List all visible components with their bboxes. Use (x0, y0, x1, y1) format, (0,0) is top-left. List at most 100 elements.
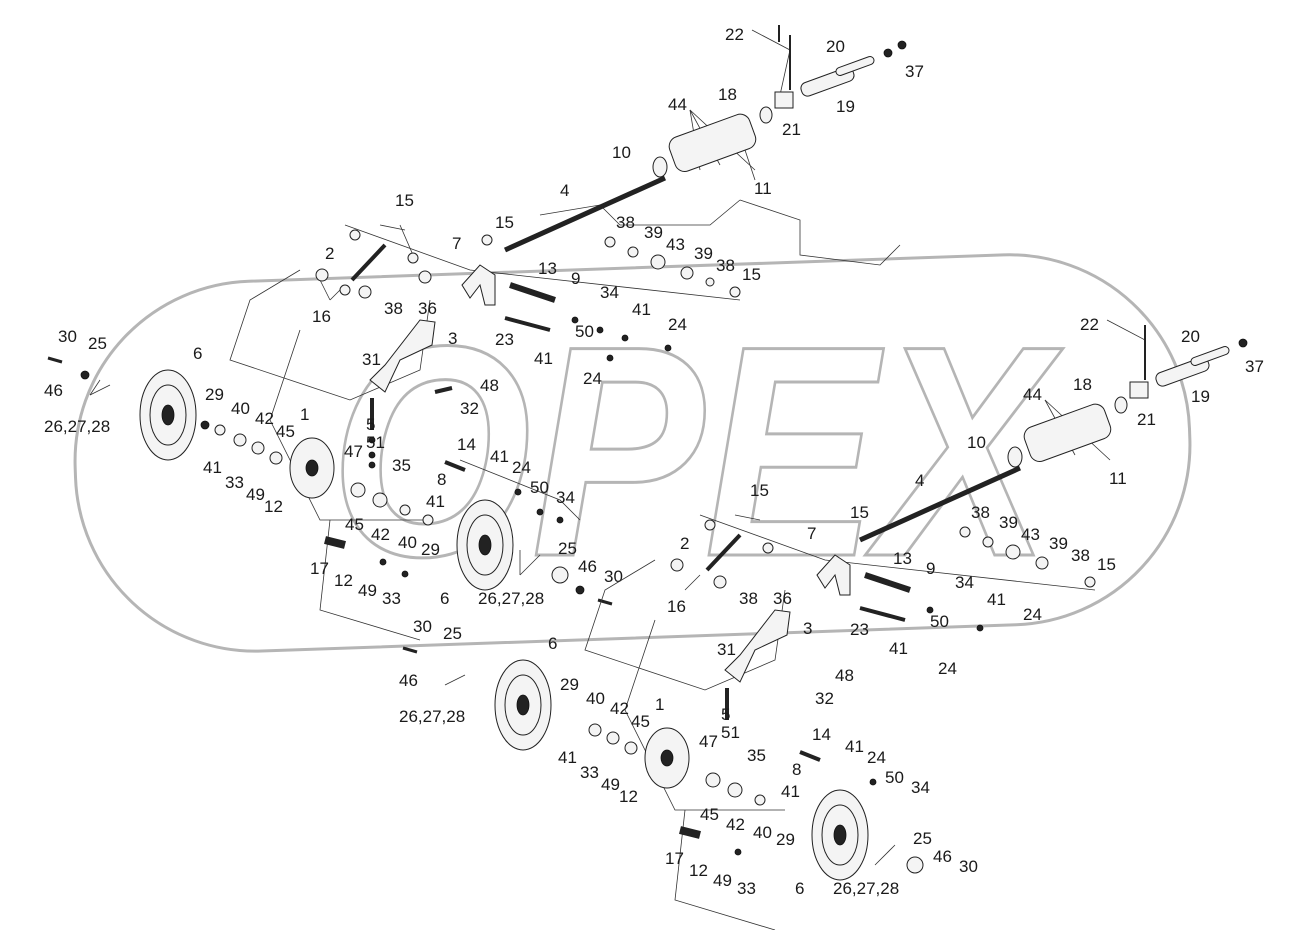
label-24: 24 (668, 315, 687, 334)
label-12: 12 (689, 861, 708, 880)
label-48: 48 (835, 666, 854, 685)
label-43: 43 (1021, 525, 1040, 544)
assembly-b: 22 20 37 18 19 44 21 10 11 4 15 15 7 38 … (399, 315, 1264, 930)
label-40: 40 (398, 533, 417, 552)
rod-4-b (858, 465, 1022, 543)
label-41: 41 (558, 748, 577, 767)
parts (47, 25, 907, 606)
label-44: 44 (1023, 385, 1042, 404)
bracket-3-b (724, 609, 791, 683)
block-21-a (774, 91, 794, 109)
label-6: 6 (795, 879, 804, 898)
label-15: 15 (850, 503, 869, 522)
label-30: 30 (959, 857, 978, 876)
label-29: 29 (776, 830, 795, 849)
label-11: 11 (754, 179, 772, 198)
label-38: 38 (384, 299, 403, 318)
label-45: 45 (700, 805, 719, 824)
label-41: 41 (632, 300, 651, 319)
label-25: 25 (558, 539, 577, 558)
washer-10-a (652, 156, 668, 178)
label-50: 50 (885, 768, 904, 787)
label-26-27-28: 26,27,28 (833, 879, 899, 898)
label-33: 33 (225, 473, 244, 492)
label-4: 4 (560, 181, 569, 200)
label-35: 35 (747, 746, 766, 765)
label-1: 1 (300, 405, 309, 424)
label-3: 3 (803, 619, 812, 638)
label-45: 45 (276, 422, 295, 441)
label-12: 12 (619, 787, 638, 806)
label-34: 34 (911, 778, 930, 797)
svg-text:OPEX: OPEX (330, 283, 1063, 619)
label-14: 14 (457, 435, 476, 454)
label-33: 33 (382, 589, 401, 608)
label-49: 49 (246, 485, 265, 504)
label-5: 5 (366, 415, 375, 434)
label-23: 23 (495, 330, 514, 349)
label-50: 50 (575, 322, 594, 341)
label-41: 41 (534, 349, 553, 368)
label-41: 41 (889, 639, 908, 658)
label-44: 44 (668, 95, 687, 114)
label-39: 39 (694, 244, 713, 263)
label-41: 41 (490, 447, 509, 466)
label-19: 19 (836, 97, 855, 116)
label-50: 50 (530, 478, 549, 497)
label-41: 41 (845, 737, 864, 756)
label-6: 6 (193, 344, 202, 363)
label-19: 19 (1191, 387, 1210, 406)
label-24: 24 (583, 369, 602, 388)
roller-44-a (668, 113, 757, 172)
label-47: 47 (344, 442, 363, 461)
label-9: 9 (571, 269, 580, 288)
label-21: 21 (782, 120, 801, 139)
label-22: 22 (725, 25, 744, 44)
label-18: 18 (718, 85, 737, 104)
label-51: 51 (366, 433, 385, 452)
label-2: 2 (680, 534, 689, 553)
label-42: 42 (726, 815, 745, 834)
label-39: 39 (999, 513, 1018, 532)
rod-4-a (503, 175, 667, 253)
label-16: 16 (312, 307, 331, 326)
label-3: 3 (448, 329, 457, 348)
label-29: 29 (205, 385, 224, 404)
label-21: 21 (1137, 410, 1156, 429)
label-47: 47 (699, 732, 718, 751)
label-34: 34 (600, 283, 619, 302)
label-16: 16 (667, 597, 686, 616)
label-35: 35 (392, 456, 411, 475)
label-6: 6 (440, 589, 449, 608)
label-42: 42 (610, 699, 629, 718)
label-41: 41 (203, 458, 222, 477)
label-24: 24 (867, 748, 886, 767)
label-24: 24 (512, 458, 531, 477)
label-26-27-28: 26,27,28 (399, 707, 465, 726)
label-22: 22 (1080, 315, 1099, 334)
label-25: 25 (443, 624, 462, 643)
label-49: 49 (358, 581, 377, 600)
label-8: 8 (792, 760, 801, 779)
label-15: 15 (1097, 555, 1116, 574)
label-12: 12 (264, 497, 283, 516)
label-46: 46 (578, 557, 597, 576)
label-17: 17 (665, 849, 684, 868)
label-6: 6 (548, 634, 557, 653)
label-51: 51 (721, 723, 740, 742)
label-24: 24 (1023, 605, 1042, 624)
label-20: 20 (826, 37, 845, 56)
label-7: 7 (452, 234, 461, 253)
label-32: 32 (815, 689, 834, 708)
washer-18-a (759, 106, 773, 124)
label-40: 40 (753, 823, 772, 842)
label-20: 20 (1181, 327, 1200, 346)
label-15: 15 (750, 481, 769, 500)
label-10: 10 (967, 433, 986, 452)
fork-7-a (461, 264, 496, 306)
label-46: 46 (399, 671, 418, 690)
label-31: 31 (717, 640, 736, 659)
label-45: 45 (631, 712, 650, 731)
label-30: 30 (604, 567, 623, 586)
